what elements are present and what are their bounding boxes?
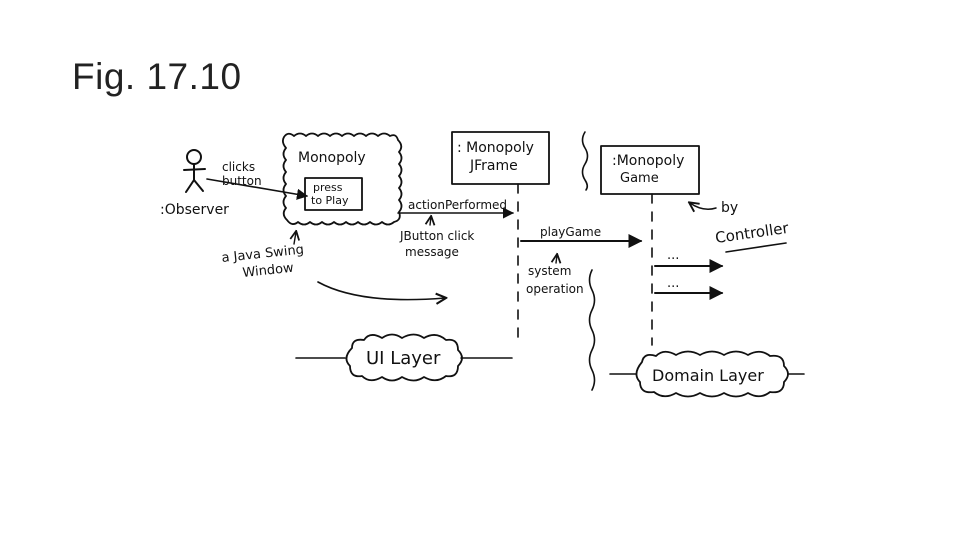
jframe-label-line1: : Monopoly (457, 140, 534, 156)
actor-head (186, 149, 202, 165)
domain-layer-label: Domain Layer (652, 366, 764, 385)
actor-right-leg (193, 179, 204, 192)
observer-actor (183, 149, 206, 193)
outgoing-ellipsis-1: ... (667, 248, 679, 263)
actor-left-leg (185, 179, 195, 193)
clicks-note-line1: clicks (222, 160, 255, 174)
swing-window-arrow (317, 281, 445, 300)
monopoly-game-label-line1: :Monopoly (612, 153, 684, 169)
layer-divider-upper (581, 131, 589, 191)
action-performed-label: actionPerformed (408, 198, 507, 212)
monopoly-window-title: Monopoly (298, 150, 366, 166)
system-note-line1: system (528, 264, 571, 278)
clicks-arrow (206, 178, 309, 200)
monopoly-game-label-line2: Game (620, 171, 659, 186)
ui-layer-cloud (345, 333, 463, 382)
system-note-line2: operation (526, 282, 584, 296)
slide-title: Fig. 17.10 (72, 56, 242, 97)
controller-note-pointer (690, 203, 717, 209)
controller-underline (725, 242, 787, 253)
monopoly-window-frame (281, 132, 403, 226)
play-game-label: playGame (540, 225, 601, 239)
monopoly-game-box (600, 145, 700, 195)
observer-label: :Observer (160, 202, 229, 218)
outgoing-ellipsis-2: ... (667, 276, 679, 291)
ui-layer-label: UI Layer (366, 348, 441, 369)
click-note-line1: JButton click (399, 229, 474, 243)
controller-note-line1: by (721, 200, 738, 216)
clicks-note-line2: button (222, 174, 262, 188)
layer-divider-lower (588, 269, 596, 391)
to-play-label: to Play (311, 194, 349, 207)
jframe-label-line2: JFrame (469, 158, 518, 174)
click-note-pointer (430, 217, 431, 226)
click-note-line2: message (405, 245, 459, 259)
actor-arms (183, 168, 206, 171)
controller-note-line2: Controller (714, 219, 790, 247)
swing-note-pointer (294, 232, 296, 245)
swing-note-line2: Window (242, 261, 295, 281)
press-label: press (313, 181, 343, 194)
system-note-pointer (556, 255, 557, 264)
domain-layer-cloud (635, 350, 789, 398)
jframe-box (451, 131, 550, 185)
press-to-play-button (304, 177, 363, 211)
